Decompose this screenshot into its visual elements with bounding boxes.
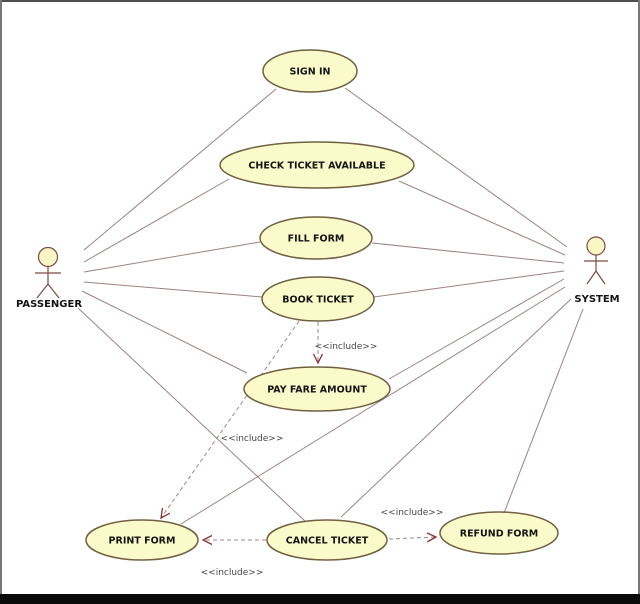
- frame-top-border: [0, 0, 640, 2]
- usecase-label: PAY FARE AMOUNT: [267, 385, 367, 396]
- association-lines: [77, 87, 584, 525]
- frame-bottom-bar: [0, 594, 640, 604]
- include-book-ticket-to-print-form: [160, 320, 300, 520]
- usecase-ellipse: [261, 276, 375, 322]
- include-label: <<include>>: [315, 342, 378, 352]
- assoc-system-check-ticket-available: [398, 180, 566, 256]
- usecase-cancel-ticket: CANCEL TICKET: [266, 519, 388, 561]
- include-label: <<include>>: [221, 434, 284, 444]
- usecase-ellipse: [259, 216, 373, 260]
- passenger-head-icon: [37, 246, 59, 268]
- assoc-passenger-sign-in: [83, 88, 277, 251]
- assoc-system-pay-fare-amount: [388, 278, 565, 380]
- actor-passenger: PASSENGER: [16, 246, 82, 310]
- assoc-passenger-pay-fare-amount: [81, 290, 248, 374]
- usecase-label: CHECK TICKET AVAILABLE: [248, 161, 385, 172]
- include-cancel-ticket-to-refund-form: [388, 532, 438, 543]
- usecase-ellipse: [219, 141, 415, 189]
- usecase-check-ticket-available: CHECK TICKET AVAILABLE: [219, 141, 415, 189]
- assoc-system-sign-in: [344, 87, 568, 248]
- usecase-label: CANCEL TICKET: [286, 536, 369, 547]
- usecase-ellipse: [439, 511, 559, 555]
- include-arrows: <<include>> <<include>> <<include>> <<in…: [160, 320, 444, 578]
- usecase-ellipse: [85, 519, 199, 561]
- assoc-system-book-ticket: [373, 270, 565, 298]
- actor-label: PASSENGER: [16, 299, 82, 310]
- system-right-leg-icon: [595, 270, 606, 285]
- assoc-system-cancel-ticket: [340, 298, 572, 518]
- include-label: <<include>>: [381, 508, 444, 518]
- usecase-print-form: PRINT FORM: [85, 519, 199, 561]
- assoc-passenger-book-ticket: [83, 281, 263, 298]
- assoc-passenger-fill-form: [83, 241, 261, 273]
- usecase-label: PRINT FORM: [109, 536, 176, 547]
- usecase-label: SIGN IN: [290, 67, 331, 78]
- frame-left-border: [0, 0, 2, 604]
- assoc-system-fill-form: [371, 242, 565, 264]
- usecase-label: REFUND FORM: [460, 529, 539, 540]
- system-head-icon: [586, 236, 606, 256]
- assoc-passenger-check-ticket-available: [83, 178, 230, 263]
- assoc-passenger-cancel-ticket: [77, 307, 307, 523]
- passenger-left-leg-icon: [36, 283, 49, 299]
- usecase-ellipse: [262, 49, 358, 93]
- usecase-label: FILL FORM: [288, 234, 345, 245]
- assoc-system-refund-form: [503, 308, 584, 514]
- include-label: <<include>>: [201, 568, 264, 578]
- system-left-leg-icon: [586, 270, 597, 285]
- assoc-system-print-form: [180, 286, 566, 525]
- usecase-pay-fare-amount: PAY FARE AMOUNT: [243, 366, 391, 412]
- actor-system: SYSTEM: [574, 236, 620, 305]
- usecase-book-ticket: BOOK TICKET: [261, 276, 375, 322]
- usecase-ellipse: [243, 366, 391, 412]
- usecase-fill-form: FILL FORM: [259, 216, 373, 260]
- usecase-ellipse: [266, 519, 388, 561]
- usecase-sign-in: SIGN IN: [262, 49, 358, 93]
- passenger-right-leg-icon: [47, 283, 60, 299]
- actor-label: SYSTEM: [574, 294, 619, 305]
- usecase-label: BOOK TICKET: [282, 295, 354, 306]
- usecase-refund-form: REFUND FORM: [439, 511, 559, 555]
- frame-right-border: [638, 0, 640, 604]
